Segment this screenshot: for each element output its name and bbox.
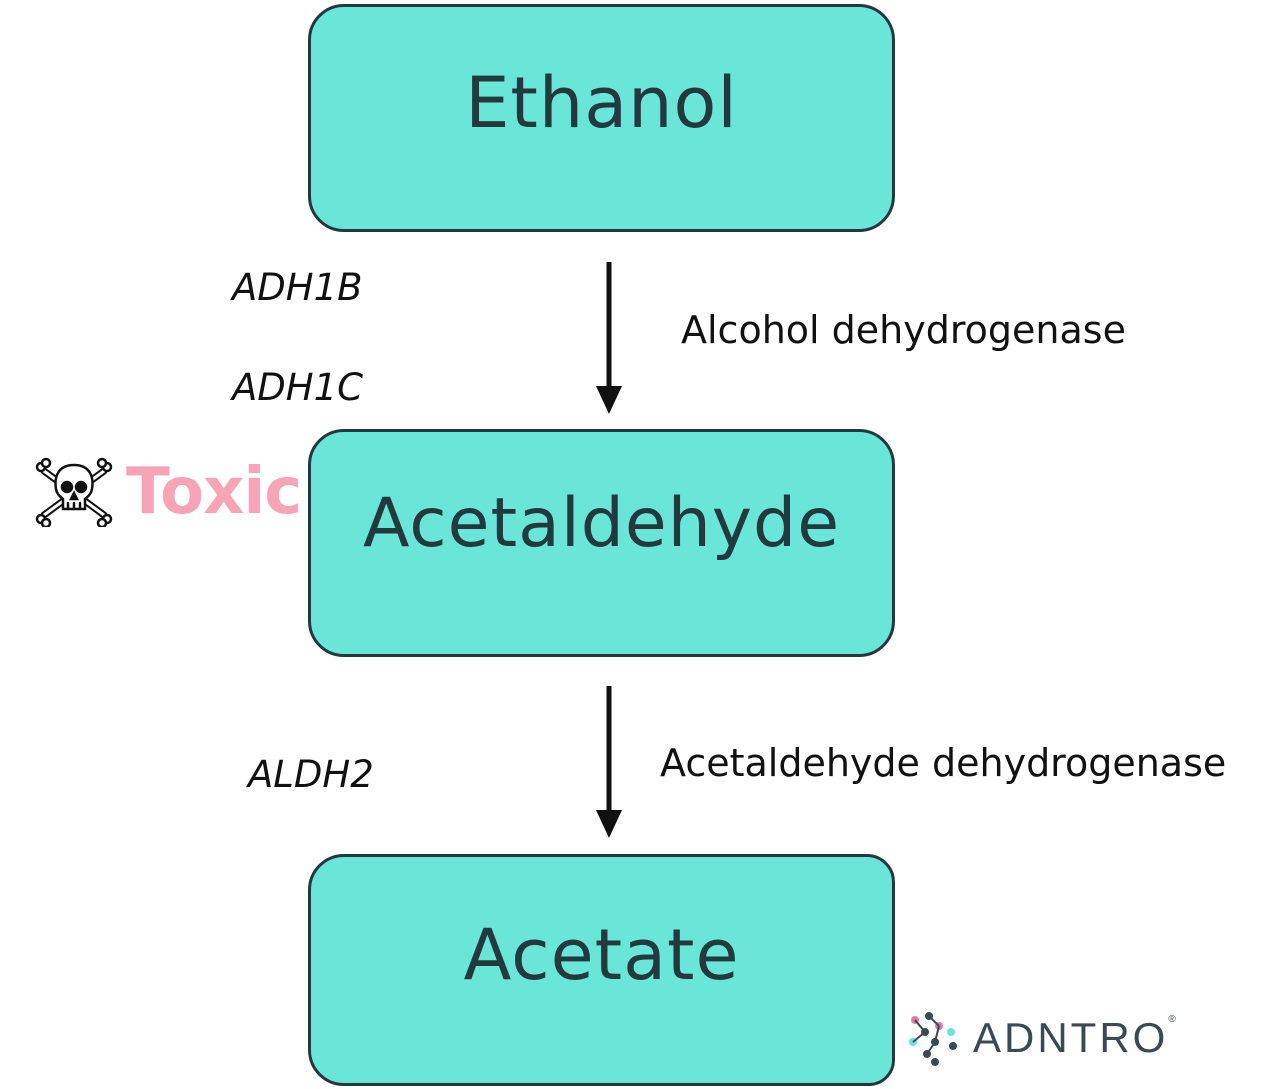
acetaldehyde-label: Acetaldehyde: [362, 483, 841, 563]
acetate-node: Acetate: [308, 854, 895, 1086]
gene-adh1c: ADH1C: [232, 366, 363, 409]
skull-crossbones-icon: [35, 457, 113, 527]
brand-name: ADNTRO®: [973, 1014, 1176, 1061]
ethanol-label: Ethanol: [465, 62, 738, 144]
molecule-logo-icon: [909, 1012, 957, 1066]
enzyme-acetaldehyde-dehydrogenase: Acetaldehyde dehydrogenase: [660, 741, 1227, 785]
gene-aldh2: ALDH2: [248, 753, 374, 796]
gene-adh1b: ADH1B: [232, 266, 363, 309]
enzyme-alcohol-dehydrogenase: Alcohol dehydrogenase: [681, 308, 1126, 352]
arrow-acetaldehyde-to-acetate: [596, 686, 622, 838]
brand-logo: ADNTRO®: [905, 1010, 1176, 1066]
toxic-warning: Toxic: [34, 455, 302, 529]
arrow-ethanol-to-acetaldehyde: [596, 262, 622, 414]
acetate-label: Acetate: [463, 914, 740, 996]
ethanol-node: Ethanol: [308, 4, 895, 232]
acetaldehyde-node: Acetaldehyde: [308, 429, 895, 657]
toxic-label: Toxic: [126, 455, 302, 529]
